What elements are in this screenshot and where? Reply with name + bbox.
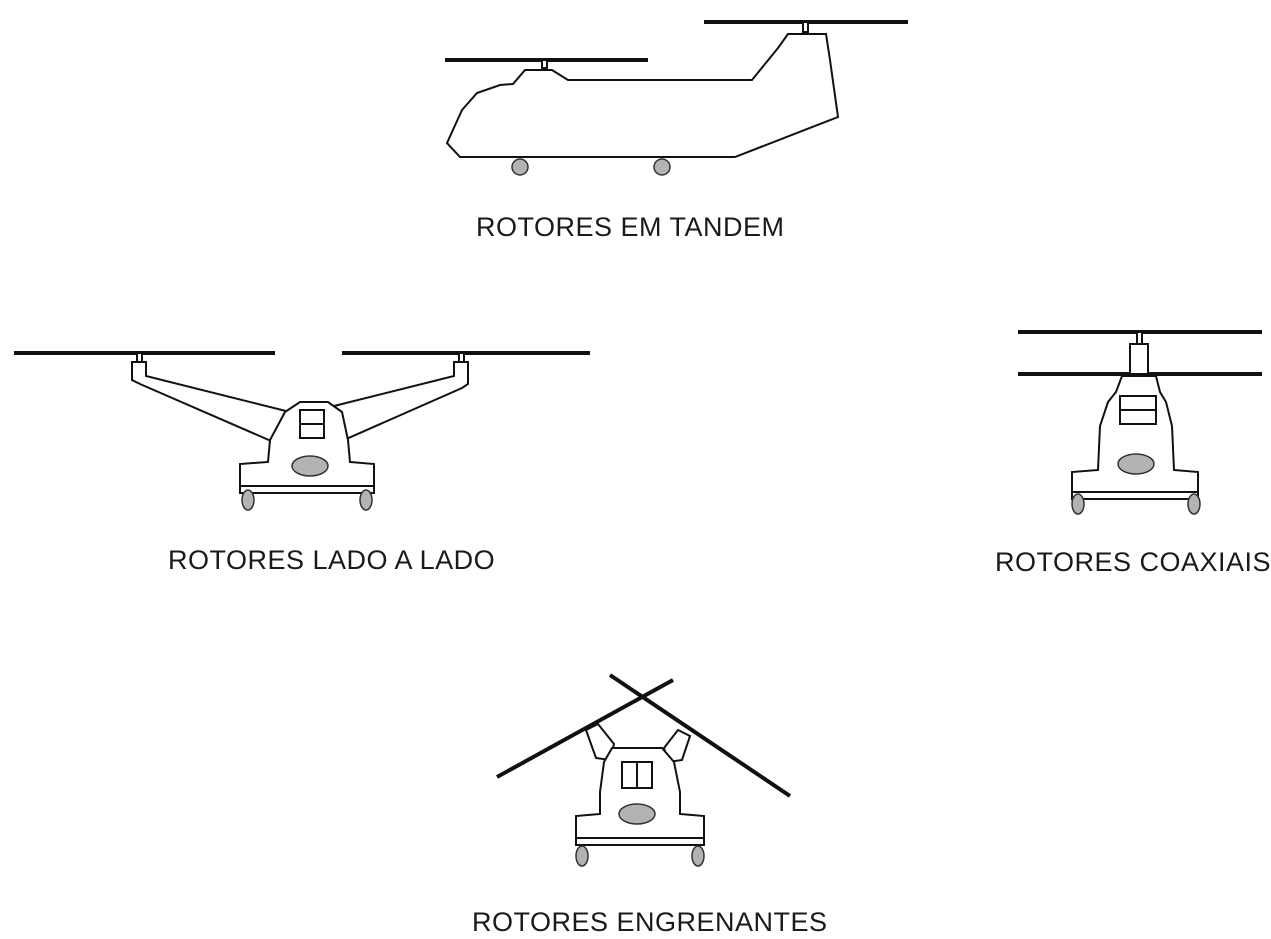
intermeshing-skid-bar: [575, 837, 705, 846]
side-by-side-helicopter-illustration: [14, 351, 590, 511]
intermeshing-right-rotor-blade: [608, 673, 792, 798]
left-rotor-mast: [136, 352, 143, 363]
left-outrigger-arm: [131, 361, 288, 446]
coaxial-rotors-label: ROTORES COAXIAIS: [995, 547, 1271, 577]
intermeshing-right-wheel: [691, 845, 705, 867]
coaxial-helicopter-illustration: [1018, 330, 1262, 515]
side-by-side-left-wheel: [241, 489, 255, 511]
side-by-side-cabin: [239, 401, 375, 487]
side-by-side-rotors-label: ROTORES LADO A LADO: [168, 545, 496, 575]
tandem-rear-rotor-mast: [802, 21, 809, 33]
tandem-helicopter-illustration: [445, 20, 908, 176]
tandem-front-rotor-mast: [541, 59, 548, 69]
coaxial-upper-mast: [1136, 331, 1143, 345]
tandem-fuselage: [445, 33, 840, 158]
right-outrigger-arm: [332, 361, 469, 442]
intermeshing-left-wheel: [575, 845, 589, 867]
intermeshing-rotors-label: ROTORES ENGRENANTES: [472, 907, 828, 937]
tandem-front-wheel: [511, 158, 529, 176]
coaxial-right-wheel: [1187, 493, 1201, 515]
tandem-rear-wheel: [653, 158, 671, 176]
coaxial-left-wheel: [1071, 493, 1085, 515]
coaxial-nose-window: [1117, 453, 1155, 475]
side-by-side-right-wheel: [359, 489, 373, 511]
intermeshing-nose-window: [618, 803, 656, 825]
right-rotor-mast: [458, 352, 465, 363]
tandem-rotors-label: ROTORES EM TANDEM: [476, 212, 785, 242]
side-by-side-skid-bar: [239, 485, 375, 494]
coaxial-mast-housing: [1129, 343, 1149, 375]
intermeshing-helicopter-illustration: [496, 673, 792, 867]
side-by-side-nose-window: [291, 455, 329, 477]
coaxial-skid-bar: [1071, 491, 1199, 500]
